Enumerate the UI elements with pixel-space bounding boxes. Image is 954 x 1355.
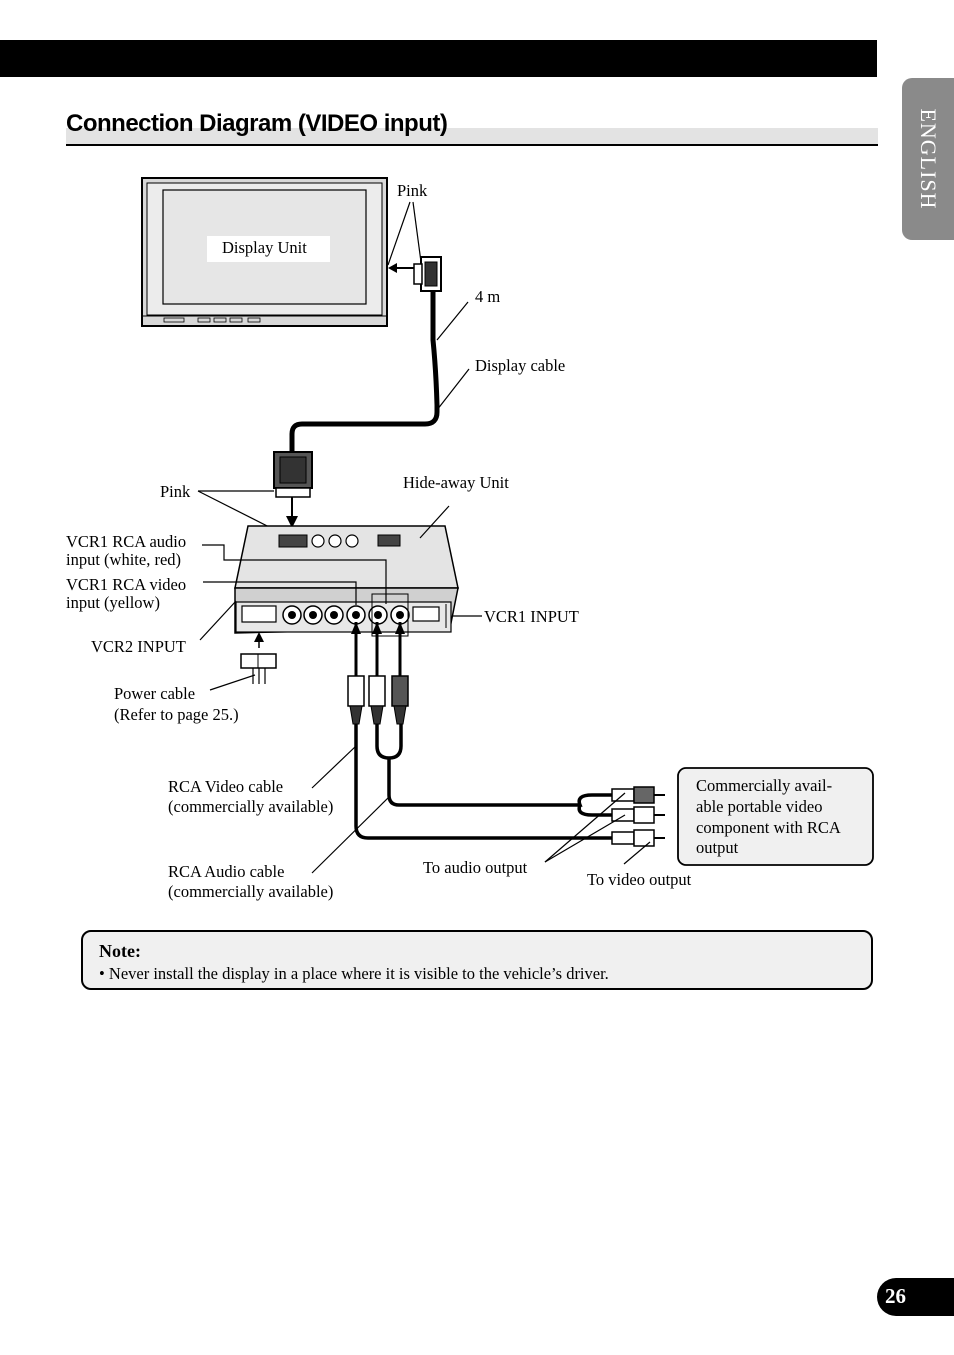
to-audio-label: To audio output <box>423 858 528 877</box>
power-cable-label-1: Power cable <box>114 684 195 703</box>
power-cable-label-2: (Refer to page 25.) <box>114 705 239 724</box>
to-video-label: To video output <box>587 870 692 889</box>
display-connector <box>388 256 442 292</box>
portable-label-4: output <box>696 838 739 857</box>
vcr1-video-label-2: input (yellow) <box>66 593 160 612</box>
note-title: Note: <box>99 941 141 961</box>
header-bar <box>0 40 877 77</box>
pink-top-label: Pink <box>397 181 428 200</box>
portable-label-1: Commercially avail- <box>696 776 832 795</box>
display-cable-label: Display cable <box>475 356 565 375</box>
vcr2-input-label: VCR2 INPUT <box>91 637 186 656</box>
page-number-tab: 26 <box>877 1278 954 1316</box>
rca-audio-label-2: (commercially available) <box>168 882 333 901</box>
vcr1-audio-label-2: input (white, red) <box>66 550 181 569</box>
display-unit-label: Display Unit <box>222 238 307 257</box>
title-band <box>66 128 878 144</box>
rca-audio-cable <box>387 758 612 807</box>
note-box: Note: • Never install the display in a p… <box>81 930 873 990</box>
display-cable-line <box>289 291 440 452</box>
portable-plugs <box>611 786 665 847</box>
vcr1-input-label: VCR1 INPUT <box>484 607 579 626</box>
pink-bottom-label: Pink <box>160 482 191 501</box>
note-text: • Never install the display in a place w… <box>99 964 609 983</box>
vcr1-audio-label-1: VCR1 RCA audio <box>66 532 186 551</box>
page-number: 26 <box>885 1284 906 1308</box>
portable-label-2: able portable video <box>696 797 822 816</box>
rca-video-cable <box>354 724 620 840</box>
hideaway-connector <box>273 451 313 528</box>
rca-video-label-1: RCA Video cable <box>168 777 283 796</box>
title-rule <box>66 144 878 146</box>
language-tab: ENGLISH <box>902 78 954 240</box>
hideaway-unit-label: Hide-away Unit <box>403 473 509 492</box>
rca-audio-label-1: RCA Audio cable <box>168 862 284 881</box>
vcr1-video-label-1: VCR1 RCA video <box>66 575 186 594</box>
portable-label-3: component with RCA <box>696 818 841 837</box>
rca-audio-cable-join <box>375 724 403 760</box>
power-connector <box>240 632 277 684</box>
length-label: 4 m <box>475 287 500 306</box>
display-unit-illustration <box>141 177 388 327</box>
hideaway-unit-illustration <box>234 525 459 634</box>
page-title: Connection Diagram (VIDEO input) <box>66 110 448 137</box>
portable-component-box <box>677 767 874 866</box>
rca-plugs <box>347 622 409 725</box>
rca-video-label-2: (commercially available) <box>168 797 333 816</box>
